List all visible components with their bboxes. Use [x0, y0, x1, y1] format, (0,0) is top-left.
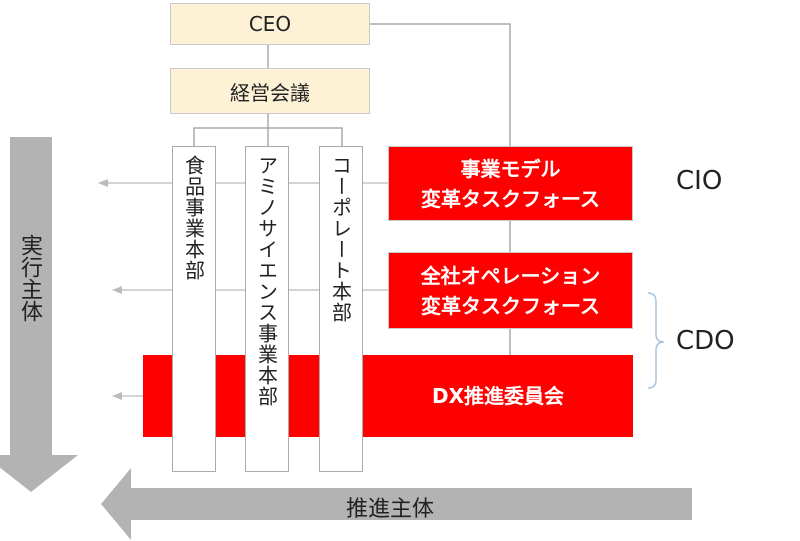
vertical-axis-label: 実行主体	[17, 234, 42, 322]
vertical-arrow	[0, 137, 78, 492]
ceo-label: CEO	[248, 12, 292, 36]
operations-task-force: 全社オペレーション 変革タスクフォース	[388, 252, 633, 329]
dx-committee: DX推進委員会	[363, 355, 633, 437]
division-food: 食品事業本部	[172, 146, 216, 472]
row-arrow-2-head	[112, 286, 122, 294]
task-force-1-line1: 事業モデル	[460, 156, 561, 181]
business-model-task-force: 事業モデル 変革タスクフォース	[388, 146, 633, 221]
division-amino-science: アミノサイエンス事業本部	[245, 146, 289, 472]
horizontal-arrow	[101, 468, 692, 540]
division-corporate: コーポレート本部	[319, 146, 363, 472]
management-meeting-label: 経営会議	[230, 80, 310, 105]
ceo-connector	[370, 23, 511, 355]
division-amino-science-label: アミノサイエンス事業本部	[254, 155, 279, 407]
division-corporate-label: コーポレート本部	[328, 155, 353, 323]
row-arrow-3-head	[112, 392, 122, 400]
dx-committee-label: DX推進委員会	[431, 384, 565, 408]
management-meeting-box: 経営会議	[170, 68, 370, 114]
task-force-2-line1: 全社オペレーション	[420, 263, 601, 288]
task-force-2-line2: 変革タスクフォース	[421, 293, 600, 318]
cdo-label: CDO	[676, 326, 735, 356]
task-force-1-line2: 変革タスクフォース	[421, 186, 600, 211]
row-arrow-1-head	[98, 179, 108, 187]
cdo-brace	[647, 292, 665, 389]
ceo-box: CEO	[170, 3, 370, 45]
horizontal-axis-label: 推進主体	[346, 497, 435, 522]
division-food-label: 食品事業本部	[181, 155, 206, 281]
cio-label: CIO	[676, 166, 723, 196]
